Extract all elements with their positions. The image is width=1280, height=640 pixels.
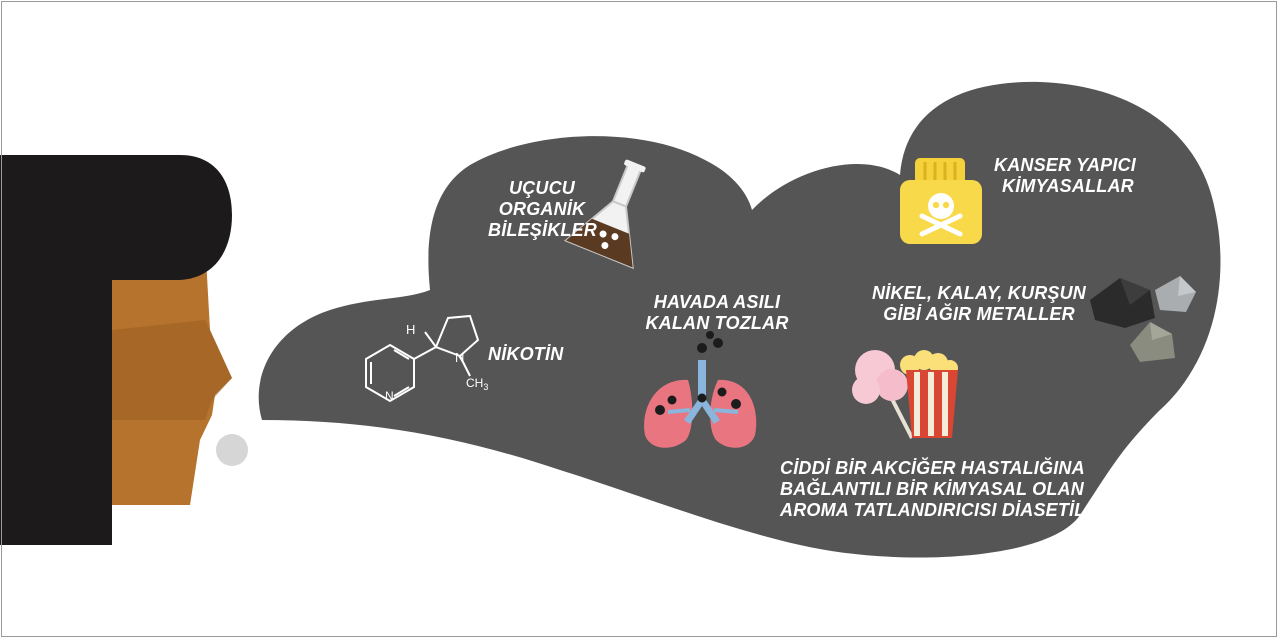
exhale-bubble bbox=[216, 434, 248, 466]
lungs-icon bbox=[644, 331, 757, 448]
label-carcinogens: KANSER YAPICI KİMYASALLAR bbox=[994, 155, 1136, 196]
label-nicotine: NİKOTİN bbox=[488, 344, 564, 364]
molecule-ring-n-label: N bbox=[385, 389, 394, 403]
cotton-candy-popcorn-icon bbox=[852, 350, 958, 439]
molecule-ch3-label: CH3 bbox=[466, 376, 488, 392]
label-volatile-organic-compounds: UÇUCU ORGANİK BİLEŞİKLER bbox=[488, 178, 598, 240]
nicotine-molecule-icon bbox=[365, 314, 480, 403]
label-heavy-metals: NİKEL, KALAY, KURŞUN GİBİ AĞIR METALLER bbox=[871, 283, 1086, 324]
label-diacetyl: CİDDİ BİR AKCİĞER HASTALIĞINA BAĞLANTILI… bbox=[780, 458, 1086, 520]
molecule-n-label: N bbox=[455, 350, 464, 365]
person-head bbox=[0, 155, 232, 545]
hair bbox=[0, 155, 232, 545]
face-shadow bbox=[112, 320, 232, 420]
poison-jar-icon bbox=[900, 158, 982, 244]
label-airborne-dust: HAVADA ASILI KALAN TOZLAR bbox=[645, 292, 789, 333]
molecule-h-label: H bbox=[406, 322, 415, 337]
skull-icon bbox=[928, 193, 954, 219]
metal-rocks-icon bbox=[1090, 276, 1196, 362]
flask-icon bbox=[563, 159, 646, 270]
